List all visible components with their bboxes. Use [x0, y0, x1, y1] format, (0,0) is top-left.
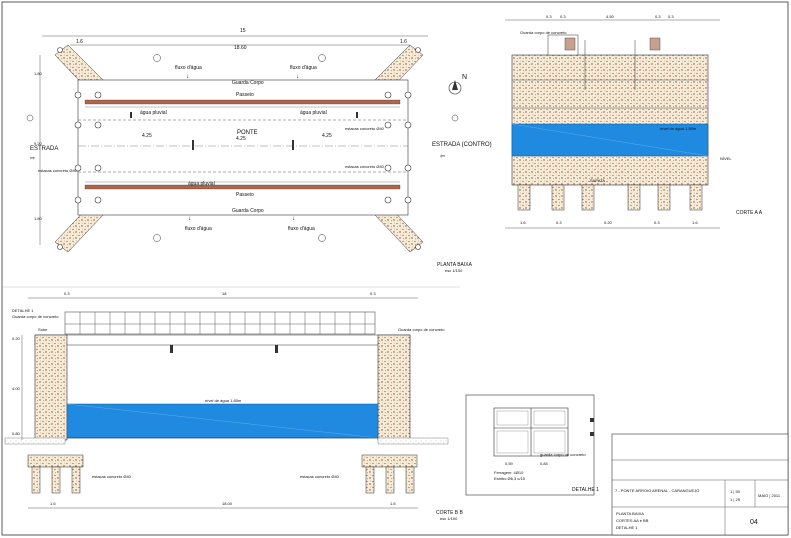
- aa-bottom-dim: 0.20: [604, 220, 613, 225]
- plan-caption: PLANTA BAIXA: [437, 262, 473, 268]
- fluxo-label: fluxo d'água: [290, 65, 317, 71]
- section-marker-icon: [451, 114, 459, 122]
- section-marker-icon: [318, 234, 326, 242]
- plan-top-dim: 18.60: [234, 45, 247, 51]
- aa-bottom-dim: 0.3: [654, 220, 660, 225]
- bb-left-dim: 0.80: [12, 431, 21, 436]
- aa-top-dim: 4.50: [606, 14, 615, 19]
- bb-top-dim: 0.3: [370, 291, 376, 296]
- bb-bottom-dim: 1.6: [50, 501, 56, 506]
- aa-top-dim: 0.3: [668, 14, 674, 19]
- aa-bottom-dim: 0.3: [556, 220, 562, 225]
- bb-nivel-agua: nível de água 1,80m: [205, 398, 242, 403]
- bb-sobe-label: Sobe: [38, 327, 48, 332]
- passeio-label: Passeio: [236, 92, 254, 98]
- content-line: DETALHE 1: [616, 525, 638, 530]
- pluvial-label: água pluvial: [188, 181, 215, 187]
- estaca-label: estacas concreto Ø40: [345, 164, 385, 169]
- section-marker-icon: [26, 114, 34, 122]
- passeio-label: Passeio: [236, 192, 254, 198]
- aa-nivel: NÍVEL: [720, 156, 732, 161]
- plan-top-dim: 1.6: [76, 39, 83, 45]
- side-dim: 1.80: [34, 71, 43, 76]
- aa-caption: CORTE A A: [736, 210, 763, 216]
- arrow-down-icon: ↓: [296, 74, 299, 80]
- arrow-down-icon: ↓: [292, 216, 295, 222]
- fluxo-label: fluxo d'água: [288, 226, 315, 232]
- plan-top-dim: 15: [240, 28, 246, 34]
- detail-caption: DETALHE 1: [572, 487, 599, 493]
- aa-bottom-dim: 1.6: [692, 220, 698, 225]
- project-title: 7 - PONTE ARROIO ARENAL - CARANGUEJO: [615, 488, 699, 493]
- section-aa: 0.3 0.3 4.50 0.3 0.3 Guarda corpo de con…: [505, 14, 763, 229]
- bb-guarda-label-right: Guarda corpo de concreto: [398, 327, 445, 332]
- pluvial-label: água pluvial: [140, 110, 167, 116]
- aa-top-dim: 0.3: [655, 14, 661, 19]
- bb-scale: esc 1/100: [440, 516, 458, 521]
- fluxo-label: fluxo d'água: [185, 226, 212, 232]
- section-marker-icon: [153, 54, 161, 62]
- bb-top-dim: 18: [222, 291, 227, 296]
- side-dim: 9.20: [34, 141, 43, 146]
- bb-caption: CORTE B B: [436, 510, 464, 516]
- sheet-number: 04: [750, 519, 758, 526]
- ponte-label: PONTE: [237, 130, 258, 136]
- detail-estribo: Estribo Ø6,3 c/15: [494, 476, 526, 481]
- fluxo-label: fluxo d'água: [175, 65, 202, 71]
- detail-dim: 0,59: [505, 461, 514, 466]
- content-line: PLANTA BAIXA: [616, 511, 644, 516]
- estaca-label: estacas concreto Ø40: [38, 168, 78, 173]
- plan-scale: esc 1/100: [445, 268, 463, 273]
- aa-bottom-dim: 1.6: [520, 220, 526, 225]
- aa-top-dim: 0.3: [560, 14, 566, 19]
- aa-sapata: SAPATA: [590, 178, 605, 183]
- aa-nivel-agua: nível de água 1,80m: [660, 126, 697, 131]
- guarda-corpo-label: Guarda Corpo: [232, 208, 264, 214]
- aa-top-dim: 0.3: [546, 14, 552, 19]
- mid-dim: 4.25: [322, 133, 332, 139]
- north-label: N: [462, 74, 467, 81]
- arrow-right-icon: ⇨: [30, 156, 35, 162]
- bb-detalhe-label: DETALHE 1: [12, 308, 34, 313]
- bb-estacas-label: estacas concreto Ø40: [92, 474, 132, 479]
- arrow-down-icon: ↓: [186, 74, 189, 80]
- bb-bottom-dim: 1.6: [390, 501, 396, 506]
- date-value: MAIO | 2011: [758, 493, 781, 498]
- estrada-right-label: ESTRADA (CONTRO): [432, 142, 492, 148]
- section-marker-icon: [153, 234, 161, 242]
- scale-value: 1 | 25: [730, 497, 741, 502]
- plan-top-dim: 1.6: [400, 39, 407, 45]
- detail-guarda: guarda corpo de concreto: [540, 452, 586, 457]
- bb-left-dim: 0.20: [12, 336, 21, 341]
- detail-ferragem: Ferragem: 4Ø10: [494, 470, 524, 475]
- detail-1: guarda corpo de concreto 0,59 0,84 Ferra…: [465, 394, 599, 496]
- bb-left-dim: 4.00: [12, 386, 21, 391]
- side-dim: 1.80: [34, 216, 43, 221]
- bb-bottom-dim: 18.00: [222, 501, 233, 506]
- guarda-corpo-label: Guarda Corpo: [232, 80, 264, 86]
- estaca-label: estacas concreto Ø40: [345, 126, 385, 131]
- mid-dim: 4.25: [236, 136, 246, 142]
- estrada-left-label: ESTRADA: [30, 146, 58, 152]
- bb-guarda-label: Guarda corpo de concreto: [12, 314, 59, 319]
- bb-estacas-label: estacas concreto Ø40: [300, 474, 340, 479]
- arrow-down-icon: ↓: [188, 216, 191, 222]
- pluvial-label: água pluvial: [300, 110, 327, 116]
- section-marker-icon: [318, 54, 326, 62]
- plan-view: 15 1.6 1.6 18.60 Guarda Corpo Passeio Pa…: [26, 28, 492, 273]
- detail-dim: 0,84: [540, 461, 549, 466]
- aa-guarda-label: Guarda corpo de concreto: [520, 30, 567, 35]
- bb-top-dim: 0.3: [64, 291, 70, 296]
- scale-value: 1 | 50: [730, 489, 741, 494]
- section-bb: 0.3 18 0.3 DETALHE 1 Guarda corpo de con…: [4, 291, 464, 521]
- arrow-left-icon: ⇦: [440, 154, 445, 160]
- mid-dim: 4.25: [142, 133, 152, 139]
- content-line: CORTES AA e BB: [616, 518, 649, 523]
- title-block: 7 - PONTE ARROIO ARENAL - CARANGUEJO PLA…: [611, 433, 789, 536]
